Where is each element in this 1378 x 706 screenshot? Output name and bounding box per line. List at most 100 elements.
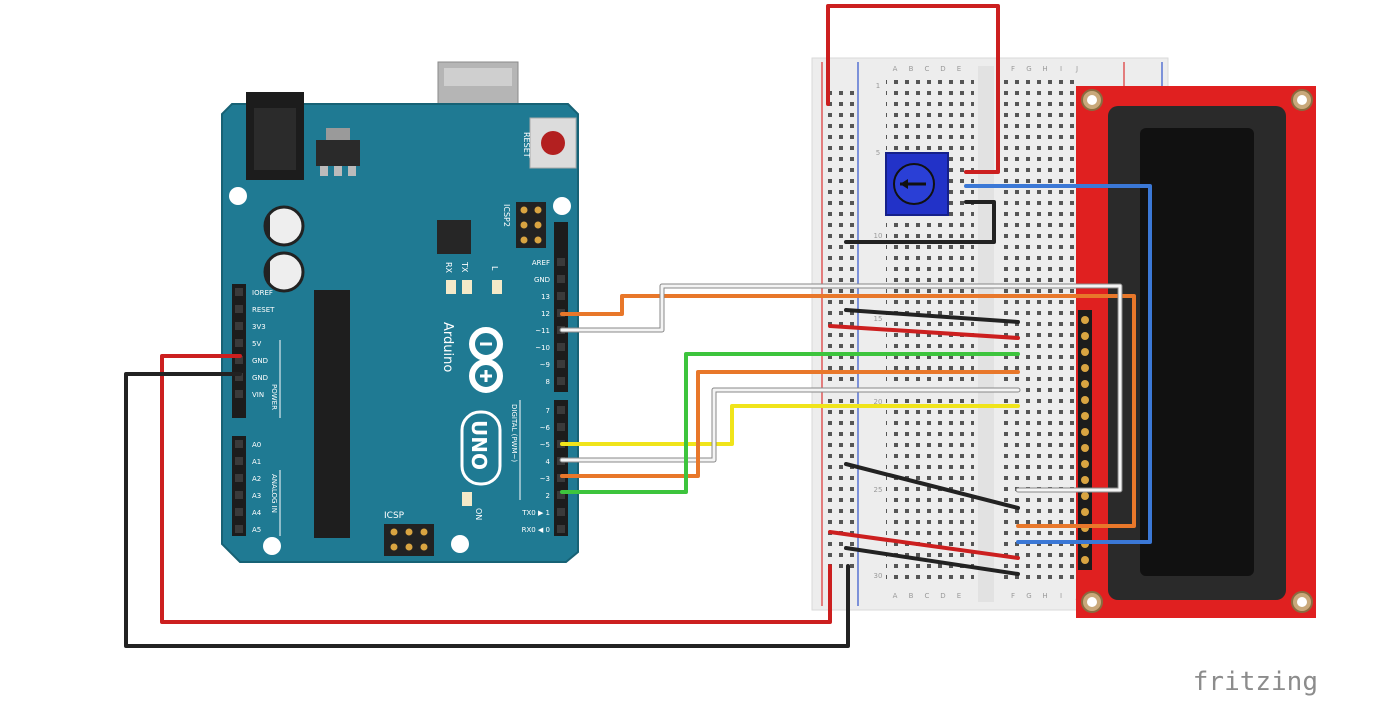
- analog-pin[interactable]: [235, 491, 243, 499]
- lcd-pin[interactable]: [1081, 428, 1089, 436]
- power-pin[interactable]: [235, 339, 243, 347]
- column-letter-bottom: B: [909, 592, 914, 600]
- power-pin[interactable]: [235, 322, 243, 330]
- power-section-label: POWER: [270, 384, 278, 410]
- digital-pin[interactable]: [557, 292, 565, 300]
- digital-pin[interactable]: [557, 474, 565, 482]
- power-pin[interactable]: [235, 288, 243, 296]
- uno-label: UNO: [467, 420, 491, 470]
- lcd-pin[interactable]: [1081, 556, 1089, 564]
- lcd-pin[interactable]: [1081, 364, 1089, 372]
- digital-pin-label: GND: [534, 276, 550, 284]
- digital-pin-label: ~5: [540, 441, 550, 449]
- digital-pin-label: ~10: [535, 344, 550, 352]
- wire-red-rail-jumper: [828, 324, 1020, 340]
- wire-yellow-pin5: [560, 404, 1020, 446]
- power-pin-label: 3V3: [252, 323, 266, 331]
- digital-pin[interactable]: [557, 491, 565, 499]
- wire-orange-pin12: [560, 294, 1136, 528]
- lcd-pin[interactable]: [1081, 348, 1089, 356]
- terminal-holes-right: [1000, 76, 1080, 584]
- row-number: 5: [876, 149, 880, 157]
- column-letter-top: A: [893, 65, 898, 73]
- lcd-pin[interactable]: [1081, 444, 1089, 452]
- power-pin[interactable]: [235, 305, 243, 313]
- analog-pin[interactable]: [235, 474, 243, 482]
- lcd-pin[interactable]: [1081, 492, 1089, 500]
- digital-pin-label: 8: [546, 378, 550, 386]
- lcd-pin[interactable]: [1081, 332, 1089, 340]
- digital-pin-label: RX0 ◀ 0: [522, 526, 550, 534]
- digital-pin[interactable]: [557, 377, 565, 385]
- power-pin-label: GND: [252, 357, 268, 365]
- lcd-pin[interactable]: [1081, 412, 1089, 420]
- column-letter-top: F: [1011, 65, 1015, 73]
- digital-pin[interactable]: [557, 275, 565, 283]
- mount-hole: [553, 197, 571, 215]
- digital-pin-label: AREF: [532, 259, 550, 267]
- l-led: [492, 280, 502, 294]
- lcd-pin[interactable]: [1081, 476, 1089, 484]
- mount-hole: [229, 187, 247, 205]
- wires: [124, 4, 1152, 648]
- power-pin-label: RESET: [252, 306, 275, 314]
- digital-pin-label: 7: [546, 407, 550, 415]
- column-letter-bottom: C: [925, 592, 930, 600]
- digital-pin-label: TX0 ▶ 1: [521, 509, 550, 517]
- rx-label: RX: [444, 262, 453, 274]
- analog-pin[interactable]: [235, 440, 243, 448]
- potentiometer[interactable]: [885, 152, 949, 216]
- digital-pin-label: ~9: [540, 361, 550, 369]
- analog-pin[interactable]: [235, 508, 243, 516]
- mount-hole: [451, 535, 469, 553]
- digital-section-label: DIGITAL (PWM~): [510, 404, 518, 462]
- digital-pin[interactable]: [557, 258, 565, 266]
- column-letter-top: C: [925, 65, 930, 73]
- lcd-pin[interactable]: [1081, 380, 1089, 388]
- digital-pin[interactable]: [557, 525, 565, 533]
- mount-hole: [263, 537, 281, 555]
- digital-pin[interactable]: [557, 406, 565, 414]
- analog-pin[interactable]: [235, 525, 243, 533]
- digital-pin[interactable]: [557, 508, 565, 516]
- digital-pin-label: 12: [541, 310, 550, 318]
- row-number: 1: [876, 82, 880, 90]
- icsp2-label: ICSP2: [502, 204, 511, 227]
- analog-pin-label: A2: [252, 475, 261, 483]
- column-letter-bottom: E: [957, 592, 961, 600]
- column-letter-top: D: [940, 65, 945, 73]
- column-letter-bottom: G: [1026, 592, 1031, 600]
- digital-pin[interactable]: [557, 360, 565, 368]
- lcd-pin[interactable]: [1081, 460, 1089, 468]
- lcd-pin[interactable]: [1081, 396, 1089, 404]
- power-pin-label: IOREF: [252, 289, 273, 297]
- power-pin[interactable]: [235, 390, 243, 398]
- reset-button-cap[interactable]: [541, 131, 565, 155]
- lcd-pin[interactable]: [1081, 316, 1089, 324]
- column-letter-top: H: [1042, 65, 1047, 73]
- column-letter-bottom: D: [940, 592, 945, 600]
- column-letter-top: G: [1026, 65, 1031, 73]
- digital-pin-label: ~3: [540, 475, 550, 483]
- power-pin-label: VIN: [252, 391, 264, 399]
- icsp-header: [384, 524, 434, 556]
- wire-green-pin2: [560, 352, 1020, 494]
- power-pin[interactable]: [235, 356, 243, 364]
- lcd-pin-header: [1078, 310, 1092, 570]
- power-pin[interactable]: [235, 373, 243, 381]
- lcd-pin[interactable]: [1081, 508, 1089, 516]
- digital-pin[interactable]: [557, 423, 565, 431]
- analog-pin-label: A3: [252, 492, 261, 500]
- row-number: 15: [874, 315, 883, 323]
- analog-pin-label: A5: [252, 526, 261, 534]
- arduino-logo: [469, 327, 503, 393]
- column-letters: AABBCCDDEEFFGGHHIIJJ: [893, 65, 1078, 600]
- digital-pin[interactable]: [557, 343, 565, 351]
- analog-pin[interactable]: [235, 457, 243, 465]
- wire-black-pot-ground: [844, 200, 996, 244]
- fritzing-logo: fritzing: [1193, 667, 1318, 697]
- row-number: 10: [874, 232, 883, 240]
